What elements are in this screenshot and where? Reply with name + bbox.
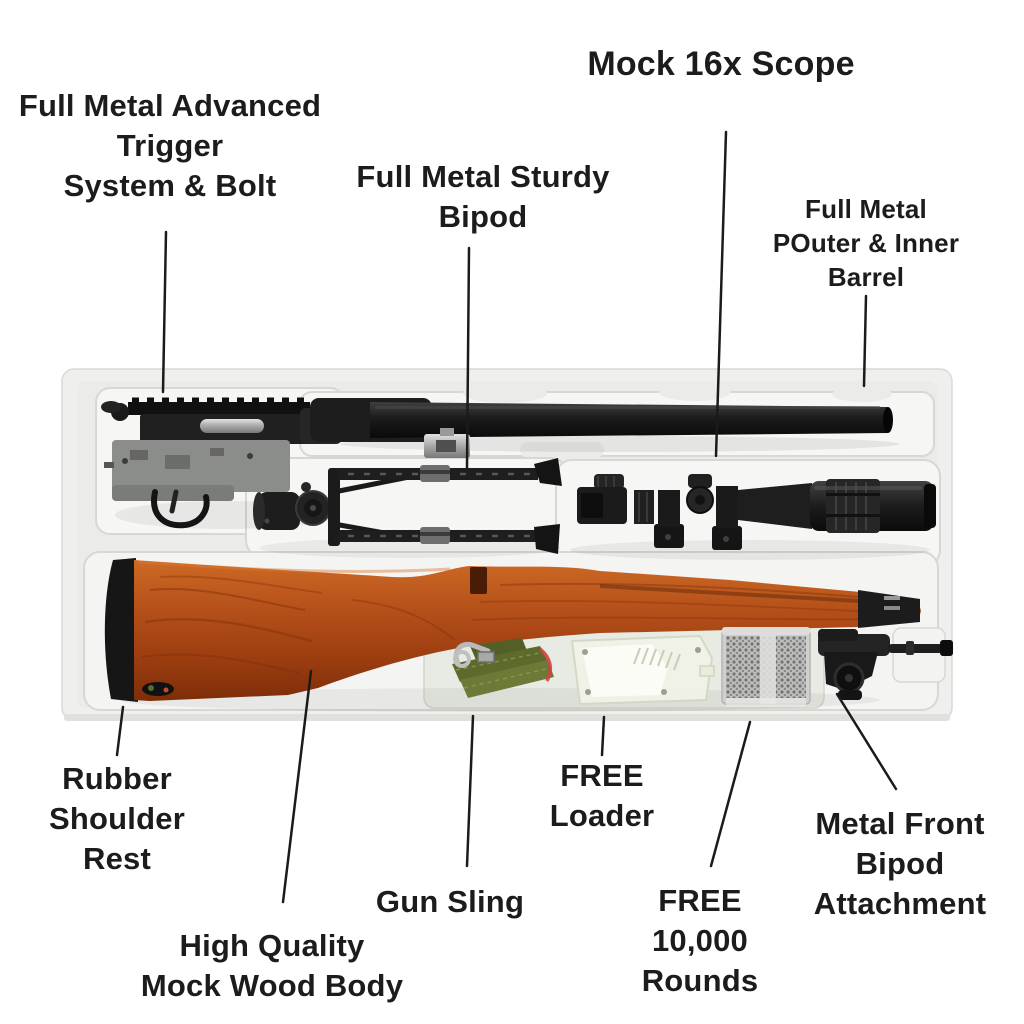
callout-line: High Quality	[179, 928, 365, 963]
leader-line-trigger-system	[161, 230, 168, 394]
callout-label-mock-scope: Mock 16x Scope	[587, 44, 854, 84]
scope-photo	[570, 474, 936, 560]
callout-line: Full Metal Sturdy	[356, 159, 610, 194]
bipod-attachment-photo	[818, 629, 953, 700]
callout-line: Rounds	[641, 963, 759, 998]
callout-label-barrel: Full Metal POuter & Inner Barrel	[773, 192, 959, 294]
callout-line: 10,000	[651, 923, 749, 958]
callout-label-free-loader: FREE Loader	[550, 756, 655, 836]
callout-label-wood-body: High Quality Mock Wood Body	[141, 926, 403, 1006]
callout-line: Metal Front	[815, 806, 985, 841]
barrel-photo	[310, 398, 900, 458]
callout-label-bipod-attachment: Metal Front Bipod Attachment	[814, 804, 987, 924]
callout-label-gun-sling: Gun Sling	[376, 882, 524, 922]
butt-pad-photo	[104, 558, 138, 702]
leader-line-free-rounds	[709, 720, 752, 868]
loader-photo	[571, 635, 715, 705]
leader-line-gun-sling	[465, 714, 475, 868]
callout-line: Barrel	[827, 262, 905, 292]
leader-line-free-loader	[600, 715, 606, 757]
callout-line: System & Bolt	[63, 168, 277, 203]
callout-label-trigger-system: Full Metal Advanced Trigger System & Bol…	[19, 86, 321, 206]
callout-line: Mock Wood Body	[140, 968, 404, 1003]
callout-line: FREE	[658, 883, 742, 918]
callout-line: POuter & Inner	[772, 228, 960, 258]
leader-line-barrel	[862, 294, 868, 388]
callout-line: Bipod	[438, 199, 528, 234]
callout-line: Shoulder	[49, 801, 185, 836]
leader-line-shoulder-rest	[115, 705, 125, 757]
callout-line: Gun Sling	[375, 884, 525, 919]
leader-line-bipod-attachment	[835, 692, 898, 791]
callout-label-sturdy-bipod: Full Metal Sturdy Bipod	[356, 157, 609, 237]
callout-line: Mock 16x Scope	[587, 45, 855, 83]
callout-line: Rest	[82, 841, 151, 876]
callout-line: Rubber	[62, 761, 172, 796]
callout-label-shoulder-rest: Rubber Shoulder Rest	[49, 759, 185, 879]
callout-line: Full Metal	[805, 194, 927, 224]
leader-line-wood-body	[281, 669, 313, 904]
callout-line: Bipod	[855, 846, 945, 881]
callout-line: FREE	[560, 758, 644, 793]
callout-line: Loader	[549, 798, 655, 833]
callout-label-free-rounds: FREE 10,000 Rounds	[642, 881, 759, 1001]
bb-bag-photo	[721, 627, 811, 707]
sling-photo	[452, 638, 554, 698]
leader-line-mock-scope	[714, 130, 728, 458]
callout-line: Full Metal Advanced	[18, 88, 322, 123]
callout-line: Attachment	[813, 886, 987, 921]
leader-line-sturdy-bipod	[465, 246, 471, 470]
bipod-photo	[253, 458, 562, 558]
callout-line: Trigger	[116, 128, 224, 163]
